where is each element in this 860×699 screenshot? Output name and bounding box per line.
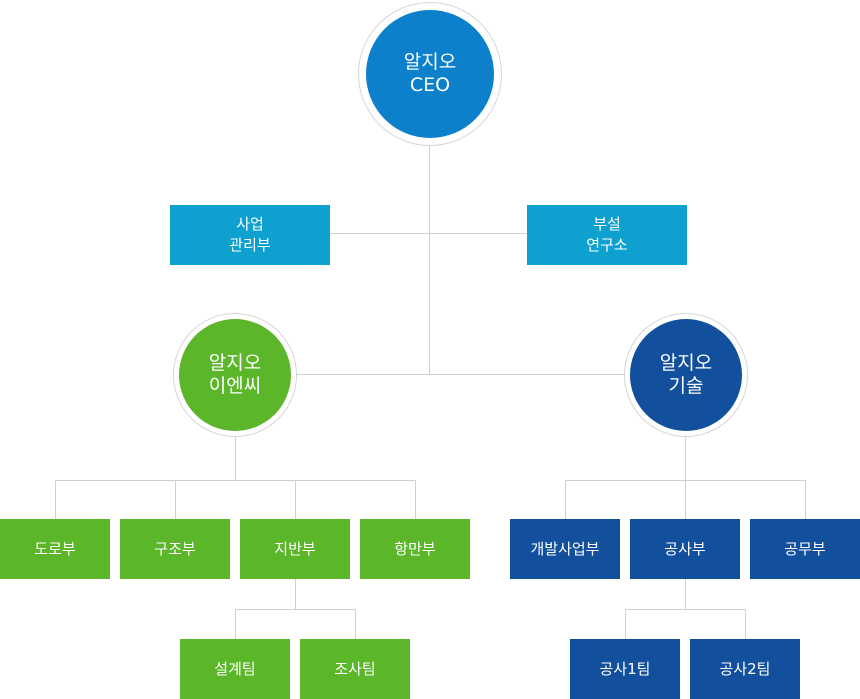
staff-business-management: 사업 관리부 <box>170 205 330 265</box>
dept-structure-label: 구조부 <box>154 539 196 558</box>
dept-road-label: 도로부 <box>34 539 76 558</box>
team-survey-label: 조사팀 <box>334 659 376 678</box>
staff-research-institute-label: 부설 연구소 <box>586 215 628 254</box>
staff-business-management-label: 사업 관리부 <box>229 215 271 254</box>
dept-construction-label: 공사부 <box>664 539 706 558</box>
team-construction-1-label: 공사1팀 <box>599 659 651 678</box>
dept-construction: 공사부 <box>630 519 740 579</box>
dept-harbor-label: 항만부 <box>394 539 436 558</box>
team-survey: 조사팀 <box>300 639 410 699</box>
dept-harbor: 항만부 <box>360 519 470 579</box>
dept-development-label: 개발사업부 <box>530 539 600 558</box>
dept-public-works-label: 공무부 <box>784 539 826 558</box>
dept-development: 개발사업부 <box>510 519 620 579</box>
team-construction-1: 공사1팀 <box>570 639 680 699</box>
ceo-label: 알지오 CEO <box>403 51 457 96</box>
staff-research-institute: 부설 연구소 <box>527 205 687 265</box>
dept-structure: 구조부 <box>120 519 230 579</box>
dept-road: 도로부 <box>0 519 110 579</box>
subsidiary-enc-label: 알지오 이엔씨 <box>208 352 262 397</box>
team-design-label: 설계팀 <box>214 659 256 678</box>
subsidiary-tech-label: 알지오 기술 <box>659 352 713 397</box>
team-construction-2-label: 공사2팀 <box>719 659 771 678</box>
subsidiary-enc: 알지오 이엔씨 <box>179 319 291 431</box>
team-design: 설계팀 <box>180 639 290 699</box>
subsidiary-tech: 알지오 기술 <box>630 319 742 431</box>
team-construction-2: 공사2팀 <box>690 639 800 699</box>
dept-geotech: 지반부 <box>240 519 350 579</box>
dept-geotech-label: 지반부 <box>274 539 316 558</box>
ceo-node: 알지오 CEO <box>366 10 494 138</box>
dept-public-works: 공무부 <box>750 519 860 579</box>
